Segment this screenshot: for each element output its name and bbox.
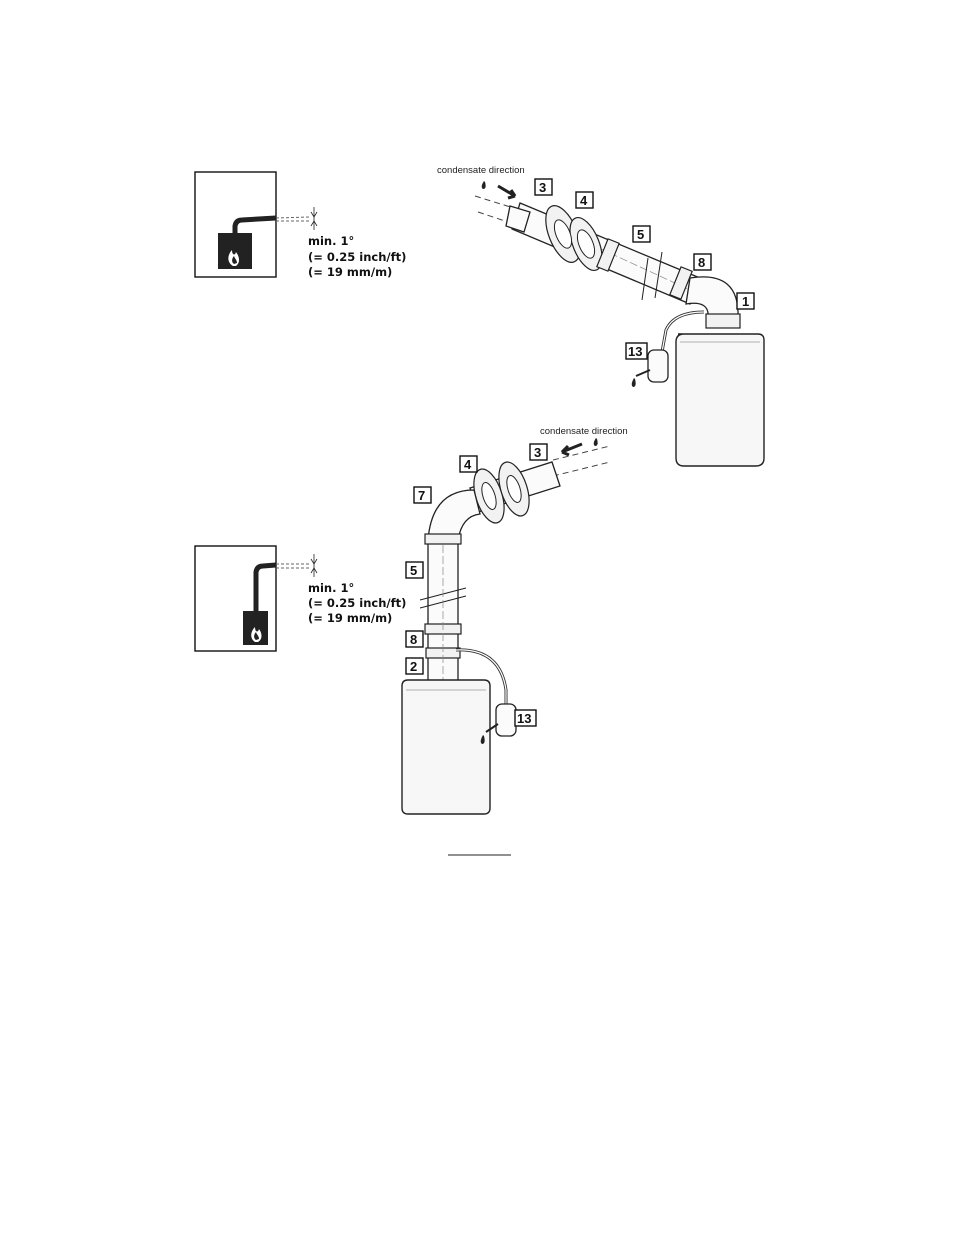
flame-icon [251,627,262,642]
callout-4: 4 [580,193,588,208]
top-vent-assembly: condensate direction [437,165,765,467]
slope-note-line3: (= 19 mm/m) [308,265,392,279]
callout-3: 3 [539,180,546,195]
callout-7: 7 [418,488,425,503]
slope-note-line2: (= 0.25 inch/ft) [308,596,406,610]
bottom-vent-assembly: condensate direction [401,426,628,815]
water-heater [675,333,765,467]
condensate-drop-icon [481,181,486,189]
arrow-icon [497,184,517,200]
condensate-drop-icon [593,438,598,446]
slope-note-line1: min. 1° [308,234,354,248]
condensate-label: condensate direction [540,426,628,437]
callout-5: 5 [637,227,644,242]
condensate-trap [647,349,669,383]
condensate-drop-icon [631,378,636,387]
callout-8: 8 [698,255,705,270]
flame-icon [228,250,240,266]
condensate-label: condensate direction [437,165,525,176]
callout-5: 5 [410,563,417,578]
condensate-drop-icon [480,735,485,744]
callout-13: 13 [517,711,531,726]
elbow [427,489,481,541]
slope-note-line2: (= 0.25 inch/ft) [308,250,406,264]
callout-2: 2 [410,659,417,674]
callout-3: 3 [534,445,541,460]
slope-note-line3: (= 19 mm/m) [308,611,392,625]
water-heater [401,679,491,815]
condensate-trap [495,703,517,737]
callout-1: 1 [742,294,749,309]
slope-note-line1: min. 1° [308,581,354,595]
slope-inset-horizontal [194,171,318,278]
callout-13: 13 [628,344,642,359]
slope-inset-vertical [194,545,318,652]
callout-8: 8 [410,632,417,647]
callout-4: 4 [464,457,472,472]
pipe-adapter [705,313,741,329]
arrow-icon [560,442,583,457]
